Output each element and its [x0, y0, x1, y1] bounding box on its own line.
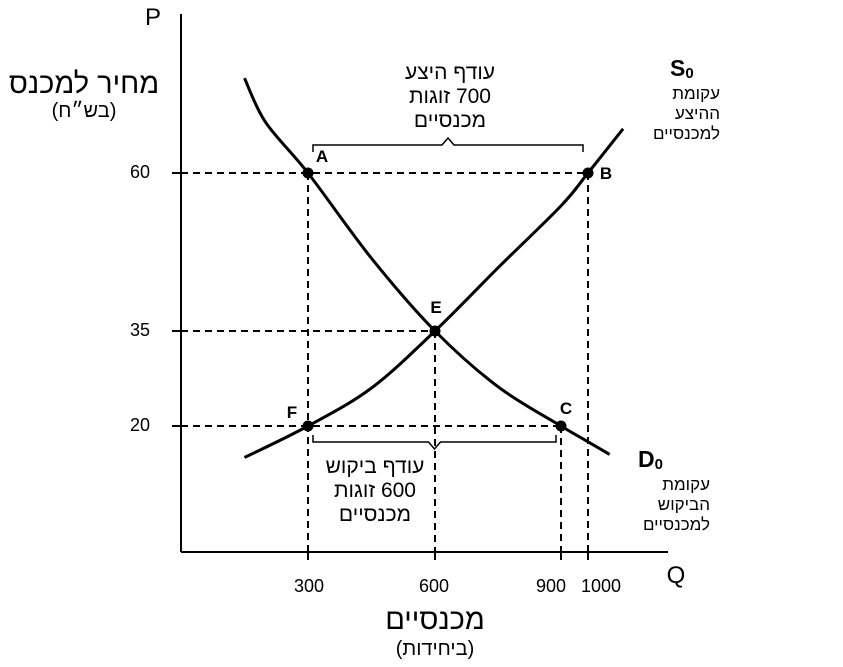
demand-curve-description: עקומת הביקוש למכנסיים [600, 475, 710, 535]
demand-curve-name: D0 [638, 446, 688, 473]
demand-curve [243, 77, 611, 456]
equilibrium-points [302, 167, 594, 432]
desc-line: ההיצע [674, 104, 720, 123]
x-axis-letter: Q [666, 562, 686, 589]
desc-line: הביקוש [657, 495, 710, 514]
x-tick-label: 300 [293, 576, 325, 596]
note-line: עודף היצע [404, 61, 496, 84]
point-label-a: A [315, 147, 329, 166]
supply-surplus-brace [312, 136, 584, 152]
point-label-b: B [599, 164, 613, 183]
supply-surplus-annotation: עודף היצע 700 זוגות מכנסיים [365, 61, 535, 133]
desc-line: למכנסיים [642, 515, 710, 534]
x-tick-label: 1000 [580, 576, 622, 596]
dashed-guide-lines [181, 172, 589, 552]
desc-line: עקומת [672, 84, 720, 103]
note-line: מכנסיים [413, 109, 487, 132]
note-line: מכנסיים [338, 503, 412, 526]
point-label-c: C [559, 399, 573, 418]
supply-curve-name: S0 [670, 55, 720, 82]
demand-curve-letter: D [638, 446, 655, 472]
point-e [429, 325, 441, 337]
x-axis-unit: (ביחידות) [395, 638, 475, 660]
supply-curve-letter: S [670, 55, 686, 81]
x-tick-label: 900 [535, 576, 567, 596]
x-tick-label: 600 [418, 576, 450, 596]
y-tick-label: 60 [129, 162, 151, 182]
demand-surplus-brace [312, 435, 557, 451]
note-line: 700 זוגות [409, 85, 491, 108]
point-label-e: E [430, 298, 442, 317]
point-f [302, 420, 314, 432]
y-tick-label: 20 [129, 415, 151, 435]
point-b [582, 167, 594, 179]
y-tick-label: 35 [129, 320, 151, 340]
point-a [302, 167, 314, 179]
supply-curve [243, 127, 625, 459]
desc-line: למכנסיים [652, 124, 720, 143]
y-axis-letter: P [144, 4, 161, 31]
y-axis-title: מחיר למכנס [8, 68, 160, 100]
axis-ticks [172, 172, 589, 560]
point-c [555, 420, 567, 432]
supply-curve-description: עקומת ההיצע למכנסיים [610, 84, 720, 144]
note-line: עודף ביקוש [325, 455, 425, 478]
note-line: 600 זוגות [334, 479, 416, 502]
y-axis-unit: (בש״ח) [51, 100, 117, 122]
demand-surplus-annotation: עודף ביקוש 600 זוגות מכנסיים [290, 455, 460, 527]
supply-curve-subscript: 0 [685, 65, 694, 82]
desc-line: עקומת [662, 475, 710, 494]
axes [180, 14, 668, 553]
point-label-f: F [286, 403, 298, 422]
demand-curve-subscript: 0 [654, 456, 663, 473]
surplus-braces [312, 136, 584, 451]
x-axis-title: מכנסיים [385, 604, 485, 636]
